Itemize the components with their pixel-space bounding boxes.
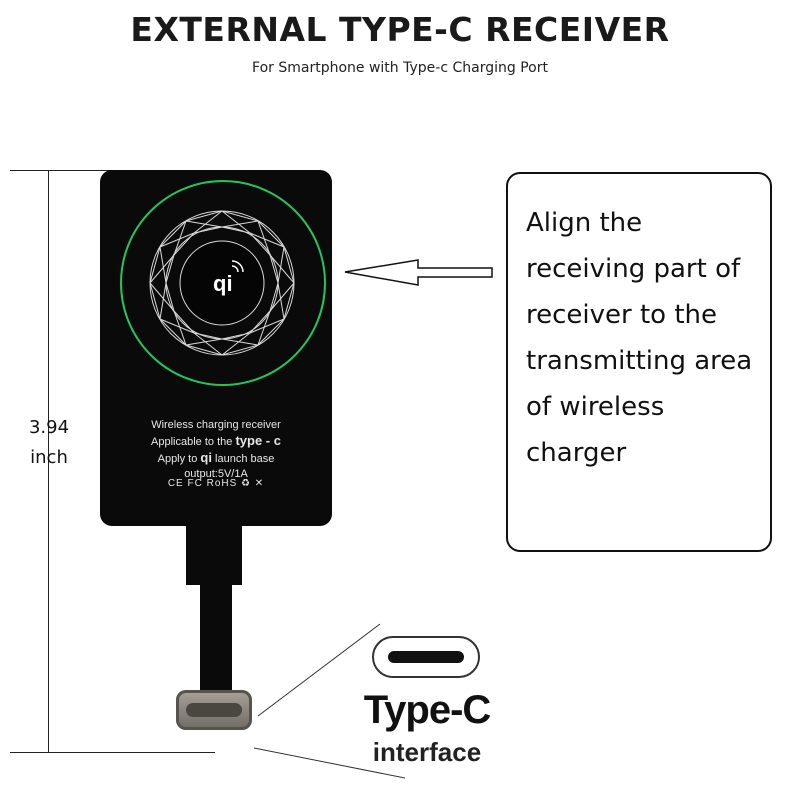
- zoom-line-top: [257, 623, 381, 717]
- receiver-label: Wireless charging receiver Applicable to…: [100, 418, 332, 482]
- dimension-label: 3.94 inch: [12, 413, 86, 473]
- type-c-subtitle: interface: [372, 737, 482, 767]
- receiver-line-4: output:5V/1A: [184, 468, 248, 480]
- receiver-ribbon: [200, 580, 232, 690]
- dimension-line: [48, 170, 49, 752]
- page-title: EXTERNAL TYPE-C RECEIVER: [130, 10, 670, 49]
- callout-box: [506, 172, 772, 552]
- type-c-port-slot: [388, 651, 464, 663]
- receiver-ring: [120, 180, 326, 386]
- page-subtitle: For Smartphone with Type-c Charging Port: [252, 60, 548, 76]
- align-arrow-icon: [344, 259, 493, 286]
- dimension-tick-bottom: [10, 752, 215, 753]
- receiver-line-2: Applicable to the type - c: [151, 433, 281, 448]
- dimension-unit: inch: [30, 447, 68, 468]
- type-c-plug-socket: [186, 703, 242, 717]
- dimension-tick-top: [10, 170, 135, 171]
- receiver-tail: [186, 525, 242, 585]
- dimension-value: 3.94: [28, 417, 70, 438]
- certification-marks: CE FC RoHS ♻ ✕: [167, 478, 265, 489]
- receiver-line-3: Apply to qi launch base: [157, 450, 275, 465]
- type-c-title: Type-C: [363, 688, 492, 732]
- zoom-line-bottom: [253, 747, 406, 779]
- receiver-line-1: Wireless charging receiver: [151, 419, 281, 431]
- callout-text: Align the receiving part of receiver to …: [526, 208, 753, 468]
